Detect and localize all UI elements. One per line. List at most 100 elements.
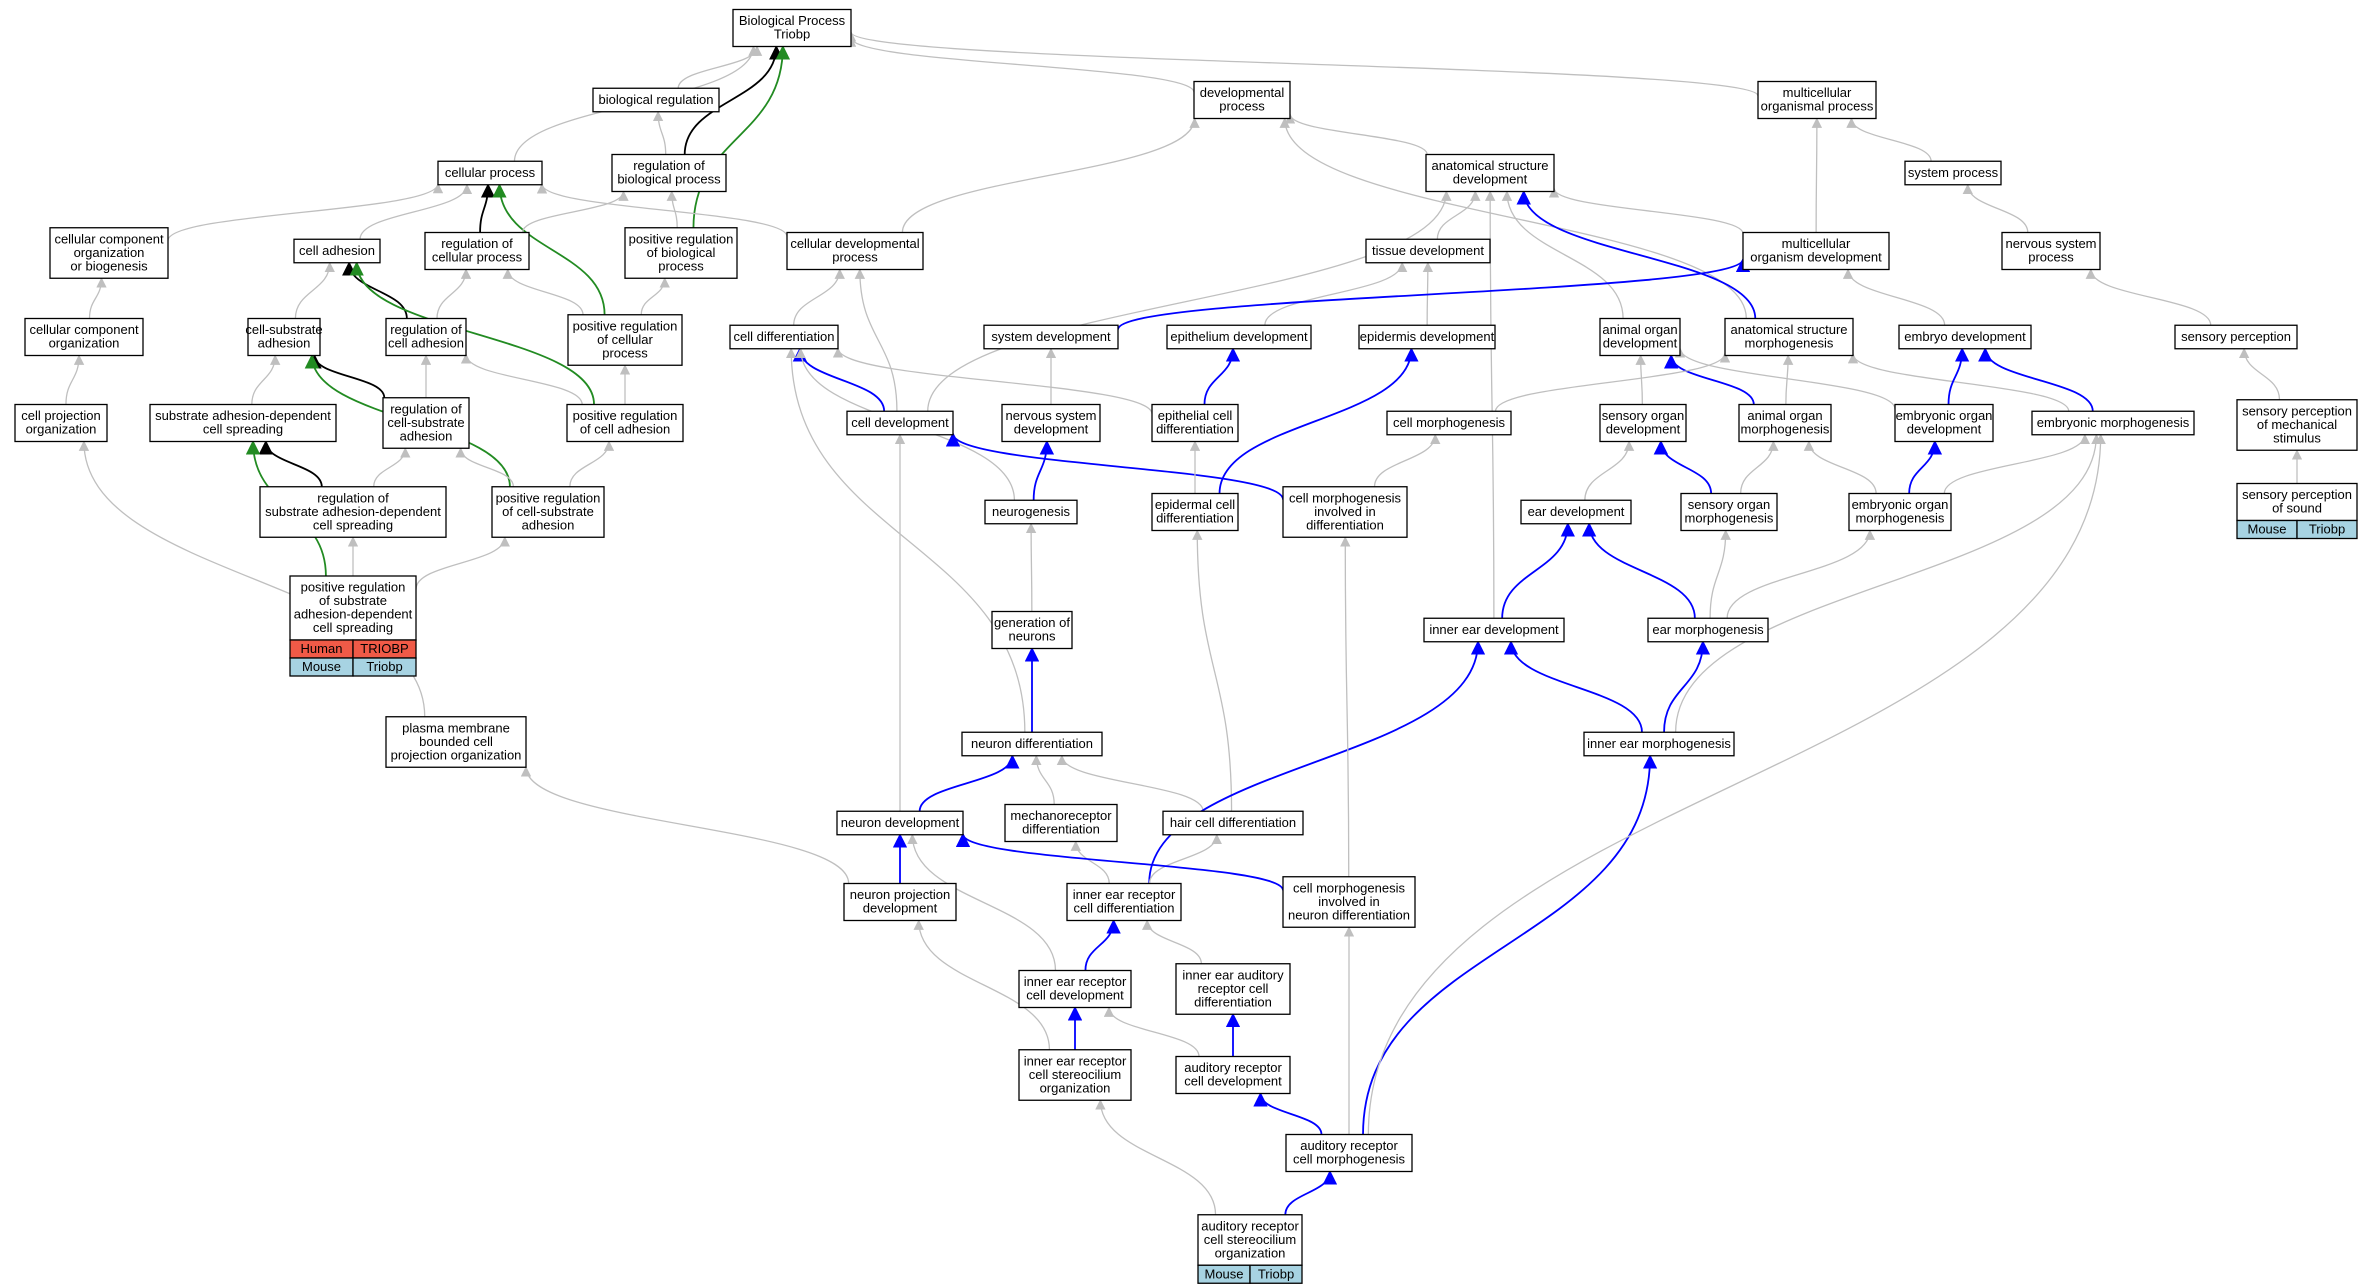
- node-label-line: nervous system: [2005, 236, 2096, 251]
- node-label-line: of biological: [647, 245, 716, 260]
- edge-eom-to-eod: [1908, 440, 1943, 494]
- go-term-node-cell-development: cell development: [846, 410, 954, 436]
- node-label-line: ear morphogenesis: [1652, 622, 1764, 637]
- edge-aod-to-asd: [1501, 190, 1624, 319]
- edge-iercso-to-npd: [913, 919, 1051, 1050]
- edge-epidcelldiff-to-epiddev: [1218, 347, 1419, 494]
- edge-arcd-to-iercdev: [1103, 1006, 1200, 1057]
- node-label-line: animal organ: [1602, 322, 1677, 337]
- go-term-node-biological-regulation: biological regulation: [592, 87, 720, 113]
- node-box: [1757, 80, 1877, 120]
- node-label-line: organization: [26, 422, 97, 437]
- node-label-line: positive regulation: [573, 408, 678, 423]
- node-label-line: animal organ: [1747, 408, 1822, 423]
- node-label-line: differentiation: [1022, 822, 1100, 837]
- edge-iearmorph-to-ieardev: [1503, 640, 1643, 733]
- edge-posregcp-to-cellproc: [492, 183, 606, 315]
- edge-multidev-to-multiproc: [1811, 117, 1823, 233]
- node-label-line: process: [658, 258, 704, 273]
- node-label-line: developmental: [1200, 85, 1285, 100]
- edge-csadh-to-celladh: [294, 261, 335, 319]
- go-term-node-tissue-development: tissue development: [1365, 238, 1491, 264]
- node-label-line: of cell adhesion: [580, 422, 670, 437]
- node-label-line: hair cell differentiation: [1170, 815, 1296, 830]
- edge-celldevel-to-celldiff: [792, 347, 886, 412]
- edge-cpo-to-cco: [65, 354, 85, 405]
- edge-neurogen-to-nsdev: [1032, 440, 1055, 501]
- node-label-line: or biogenesis: [70, 258, 148, 273]
- node-label-line: involved in: [1318, 894, 1379, 909]
- node-box: [491, 486, 605, 538]
- node-label-line: embryo development: [1904, 329, 2026, 344]
- node-label-line: sensory organ: [1688, 497, 1770, 512]
- edge-mechdiff-to-neurdiff: [1031, 754, 1055, 805]
- node-box: [1004, 803, 1118, 843]
- node-label-line: differentiation: [1156, 422, 1234, 437]
- node-label-line: receptor cell: [1198, 981, 1269, 996]
- edge-eod-to-embdev: [1947, 347, 1970, 405]
- node-label-line: cell spreading: [203, 422, 283, 437]
- edge-eom-to-embmorph: [1943, 433, 2091, 494]
- go-term-node-cell-differentiation: cell differentiation: [729, 324, 839, 350]
- node-label-line: sensory perception: [2242, 403, 2352, 418]
- node-label-line: cellular process: [445, 165, 536, 180]
- edge-ieardev-to-asd: [1484, 190, 1496, 619]
- node-box: [14, 403, 108, 443]
- node-label-line: adhesion: [400, 428, 453, 443]
- node-label-line: organismal process: [1761, 99, 1874, 114]
- node-label-line: sensory perception: [2181, 329, 2291, 344]
- node-box: [786, 231, 924, 271]
- edge-devproc-to-bp: [845, 36, 1195, 93]
- node-label-line: cell-substrate: [387, 415, 464, 430]
- node-label-line: epidermis development: [1360, 329, 1495, 344]
- edge-multidev-to-asd: [1548, 187, 1744, 234]
- node-label-line: neuron differentiation: [971, 736, 1093, 751]
- node-label-line: biological process: [617, 172, 721, 187]
- edge-regsads-to-regcsadh: [373, 447, 411, 487]
- edge-eom-to-aom: [1803, 440, 1877, 494]
- edge-regbp-to-bioreg: [652, 110, 667, 155]
- node-label-line: differentiation: [1156, 511, 1234, 526]
- node-label-line: Biological Process: [739, 13, 846, 28]
- go-term-node-neuron-development: neuron development: [836, 810, 964, 836]
- edge-cco-to-ccob: [88, 277, 107, 319]
- edge-bioreg-to-bp: [677, 45, 763, 89]
- edge-sysproc-to-multiproc: [1846, 117, 1932, 162]
- node-box: [567, 314, 683, 366]
- node-label-line: cellular process: [432, 250, 523, 265]
- go-term-node-ear-morphogenesis: ear morphogenesis: [1647, 617, 1769, 643]
- node-label-line: morphogenesis: [1856, 511, 1945, 526]
- edge-posregcelladh-to-celladh: [349, 261, 595, 405]
- node-label-line: cell differentiation: [734, 329, 835, 344]
- edge-asm-to-asd: [1516, 190, 1757, 319]
- node-label-line: of cellular: [597, 332, 653, 347]
- node-label-line: regulation of: [317, 490, 389, 505]
- edge-iercd-to-haircelldiff: [1148, 833, 1222, 884]
- edge-ccob-to-cellproc: [167, 182, 444, 241]
- gene-badge-label: TRIOBP: [360, 641, 408, 656]
- edge-cmid-to-cellmorph: [1373, 433, 1441, 487]
- node-label-line: generation of: [994, 615, 1070, 630]
- node-label-line: morphogenesis: [1685, 511, 1774, 526]
- node-box: [1425, 153, 1555, 193]
- edge-aom-to-asm: [1782, 354, 1794, 405]
- node-box: [843, 882, 957, 922]
- node-box: [1285, 1133, 1413, 1173]
- gene-badge-label: Triobp: [366, 659, 402, 674]
- node-box: [984, 499, 1078, 525]
- edge-sod-to-aod: [1635, 354, 1646, 405]
- node-box: [1599, 317, 1681, 357]
- node-box: [1583, 731, 1735, 757]
- edge-posregsads-to-posregcsadh: [415, 536, 510, 590]
